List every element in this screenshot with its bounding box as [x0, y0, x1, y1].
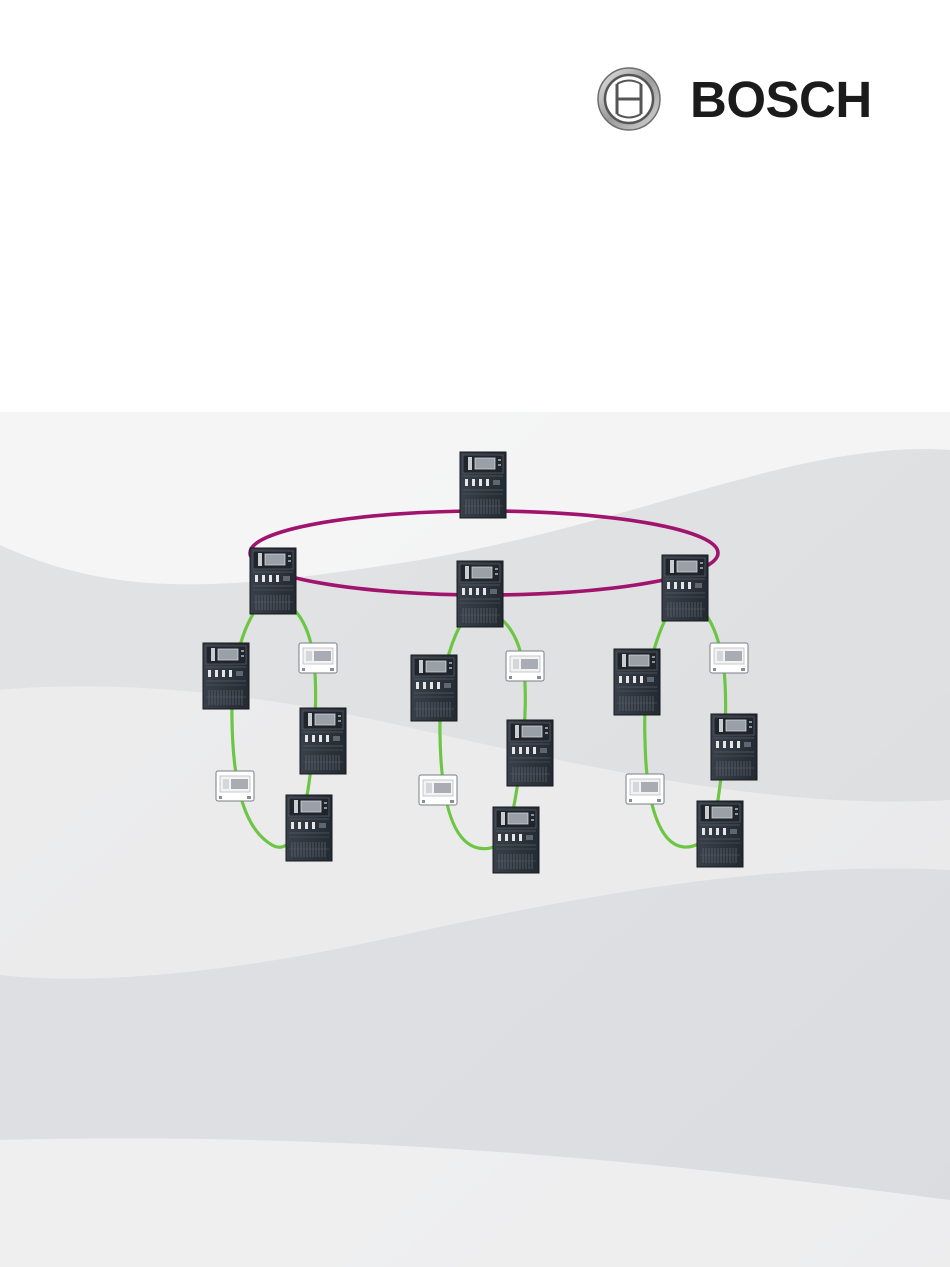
fire-panel-icon: [286, 795, 332, 861]
remote-keypad-icon: [419, 775, 457, 805]
fire-panel-icon: [711, 714, 757, 780]
brand-wordmark: BOSCH: [690, 72, 872, 128]
network-diagram: [0, 412, 950, 1267]
fire-panel-icon: [300, 708, 346, 774]
remote-keypad-icon: [626, 774, 664, 804]
backbone-panel-top: [460, 452, 506, 518]
fire-panel-icon: [507, 720, 553, 786]
fire-panel-icon: [614, 649, 660, 715]
bosch-armature-icon: [596, 66, 662, 132]
fire-panel-icon: [203, 643, 249, 709]
remote-keypad-icon: [216, 771, 254, 801]
network-diagram-canvas: [0, 412, 950, 1267]
fire-panel-icon: [697, 801, 743, 867]
bosch-logo: BOSCH: [596, 66, 896, 134]
backbone-panel-middle: [457, 561, 503, 627]
remote-keypad-icon: [710, 643, 748, 673]
remote-keypad-icon: [506, 651, 544, 681]
fire-panel-icon: [493, 807, 539, 873]
backbone-panel-left: [250, 548, 296, 614]
backbone-panel-right: [662, 555, 708, 621]
fire-panel-icon: [411, 655, 457, 721]
remote-keypad-icon: [299, 643, 337, 673]
